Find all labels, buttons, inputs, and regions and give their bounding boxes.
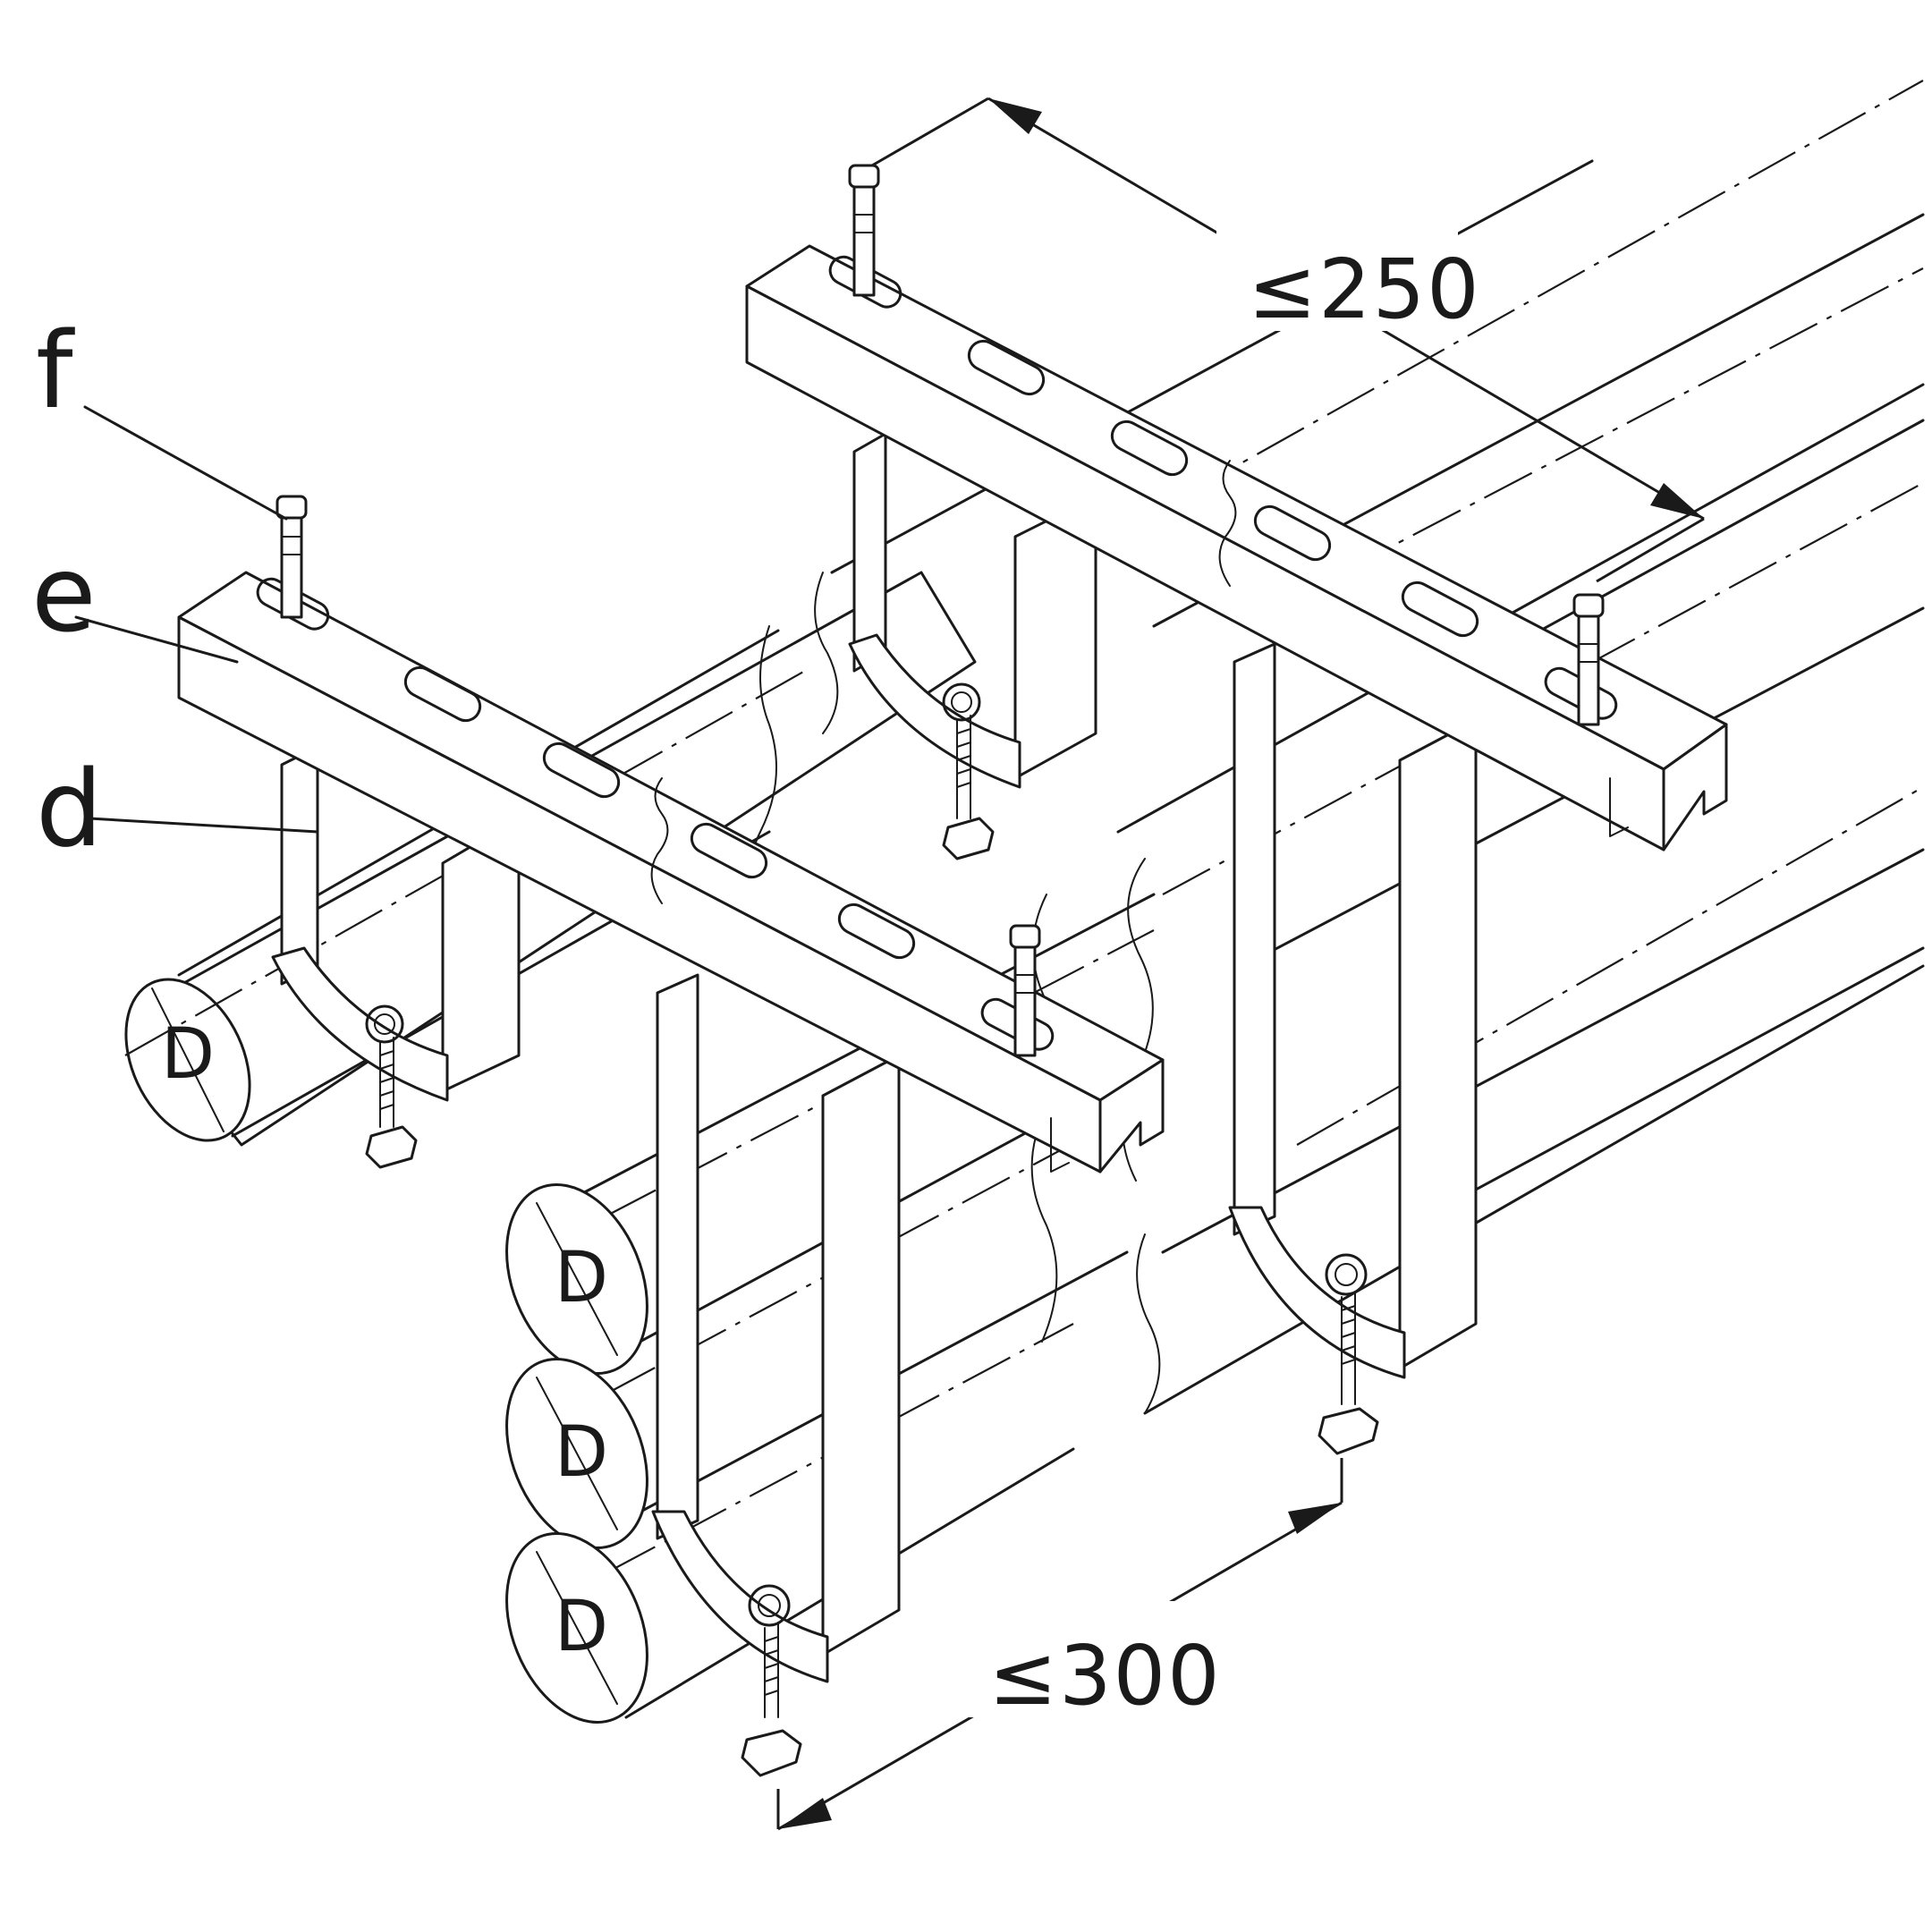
pipe-hanger-right [1228, 642, 1478, 1455]
pipe-hanger-d [271, 745, 521, 1169]
pipe-hanger-top-left [848, 432, 1097, 860]
anchor-rod-f2 [848, 164, 880, 297]
mounting-channel-back [745, 244, 1728, 852]
anchor-rod-f1 [275, 495, 308, 619]
pipe-diameter-label-2: D [555, 1238, 608, 1318]
callout-e: e [31, 532, 97, 656]
anchor-rod-f3 [1009, 924, 1041, 1057]
pipe-diameter-label-4: D [555, 1587, 608, 1667]
callout-d: d [36, 747, 103, 870]
dimension-bottom [776, 1458, 1343, 1831]
pipe-hanger-front [651, 973, 901, 1777]
dimension-label-top: ≤250 [1248, 242, 1481, 337]
pipe-diameter-label-3: D [555, 1412, 608, 1493]
channels [177, 244, 1728, 1174]
anchor-rods [275, 164, 1605, 1057]
hangers [271, 432, 1478, 1777]
anchor-rod-f4 [1572, 593, 1605, 726]
pipes [124, 80, 1925, 1724]
labels: f e d ≤250 ≤300 D D D D [31, 242, 1481, 1724]
diameter-arrows [151, 987, 618, 1705]
callout-f: f [36, 309, 75, 432]
leader-lines [74, 405, 319, 834]
pipe-diameter-label-1: D [161, 1014, 215, 1095]
dimension-label-bottom: ≤300 [988, 1628, 1222, 1724]
dimension-top [871, 97, 1705, 583]
